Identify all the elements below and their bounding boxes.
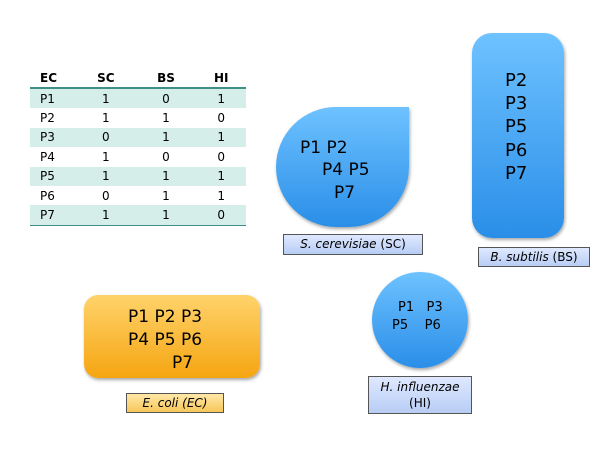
sc-label-name: S. cerevisiae xyxy=(300,237,377,251)
bs-line-5: P7 xyxy=(505,163,528,184)
table-cell: 1 xyxy=(76,166,136,186)
table-cell: 0 xyxy=(217,149,226,164)
ec-label-name: E. coli (EC) xyxy=(142,396,208,410)
sc-line-2: P4 P5 xyxy=(322,160,370,180)
table-row: P3 0 1 1 xyxy=(30,127,246,148)
table-cell: P1 xyxy=(30,88,76,109)
ec-line-3: P7 xyxy=(172,353,194,373)
table-cell: 1 xyxy=(76,205,136,226)
hi-label-name: H. influenzae xyxy=(380,380,460,394)
table-cell: P4 xyxy=(40,149,55,164)
header-ec: EC xyxy=(30,68,76,89)
hi-line-2: P5 P6 xyxy=(392,318,441,333)
bs-label: B. subtilis (BS) xyxy=(478,247,590,267)
sc-line-3: P7 xyxy=(334,183,356,203)
table-cell: P3 xyxy=(30,127,76,148)
table-cell: 0 xyxy=(217,111,226,126)
table-cell: 0 xyxy=(76,127,136,148)
sc-shape xyxy=(276,107,409,227)
bs-line-4: P6 xyxy=(505,140,528,161)
bs-label-name: B. subtilis xyxy=(490,250,549,264)
table-cell: 1 xyxy=(101,111,110,126)
table-row: P1 1 0 1 xyxy=(30,88,246,109)
hi-label-abbr: (HI) xyxy=(409,396,431,410)
table-cell: 1 xyxy=(135,127,197,148)
sc-label: S. cerevisiae (SC) xyxy=(283,234,423,255)
hi-label: H. influenzae (HI) xyxy=(368,376,472,414)
table-cell: 1 xyxy=(135,205,197,226)
table-cell: 1 xyxy=(217,188,226,203)
bs-line-3: P5 xyxy=(505,116,528,137)
table-row: P6 0 1 1 xyxy=(30,186,246,205)
table-cell: 1 xyxy=(162,188,170,203)
hi-shape xyxy=(372,272,468,368)
table-cell: P6 xyxy=(40,188,55,203)
header-sc: SC xyxy=(76,68,136,89)
table-row: P7 1 1 0 xyxy=(30,205,246,226)
table-cell: 1 xyxy=(196,127,246,148)
table-cell: 1 xyxy=(162,111,170,126)
presence-table: EC SC BS HI P1 1 0 1 P2 1 1 0 P3 0 1 1 P… xyxy=(30,68,246,226)
table-cell: P5 xyxy=(30,166,76,186)
table-cell: 1 xyxy=(196,88,246,109)
table-cell: 0 xyxy=(101,188,110,203)
table-row: P5 1 1 1 xyxy=(30,166,246,186)
bs-label-abbr: (BS) xyxy=(552,250,578,264)
table-cell: 1 xyxy=(101,149,110,164)
bs-line-1: P2 xyxy=(505,70,528,91)
table-cell: 1 xyxy=(76,88,136,109)
table-row: P2 1 1 0 xyxy=(30,108,246,127)
sc-line-1: P1 P2 xyxy=(300,138,348,158)
table-cell: P7 xyxy=(30,205,76,226)
table-cell: P2 xyxy=(40,111,55,126)
table-cell: 1 xyxy=(135,166,197,186)
table-row: P4 1 0 0 xyxy=(30,147,246,166)
ec-label: E. coli (EC) xyxy=(126,393,224,413)
table-cell: 0 xyxy=(162,149,170,164)
sc-label-abbr: (SC) xyxy=(380,237,406,251)
ec-shape xyxy=(84,295,260,378)
hi-line-1: P1 P3 xyxy=(398,300,443,315)
bs-line-2: P3 xyxy=(505,93,528,114)
table-header-row: EC SC BS HI xyxy=(30,68,246,89)
header-hi: HI xyxy=(196,68,246,89)
table-cell: 0 xyxy=(135,88,197,109)
bs-shape xyxy=(472,33,564,238)
ec-line-2: P4 P5 P6 xyxy=(128,330,203,350)
table-cell: 0 xyxy=(196,205,246,226)
table-cell: 1 xyxy=(196,166,246,186)
ec-line-1: P1 P2 P3 xyxy=(128,307,203,327)
header-bs: BS xyxy=(135,68,197,89)
